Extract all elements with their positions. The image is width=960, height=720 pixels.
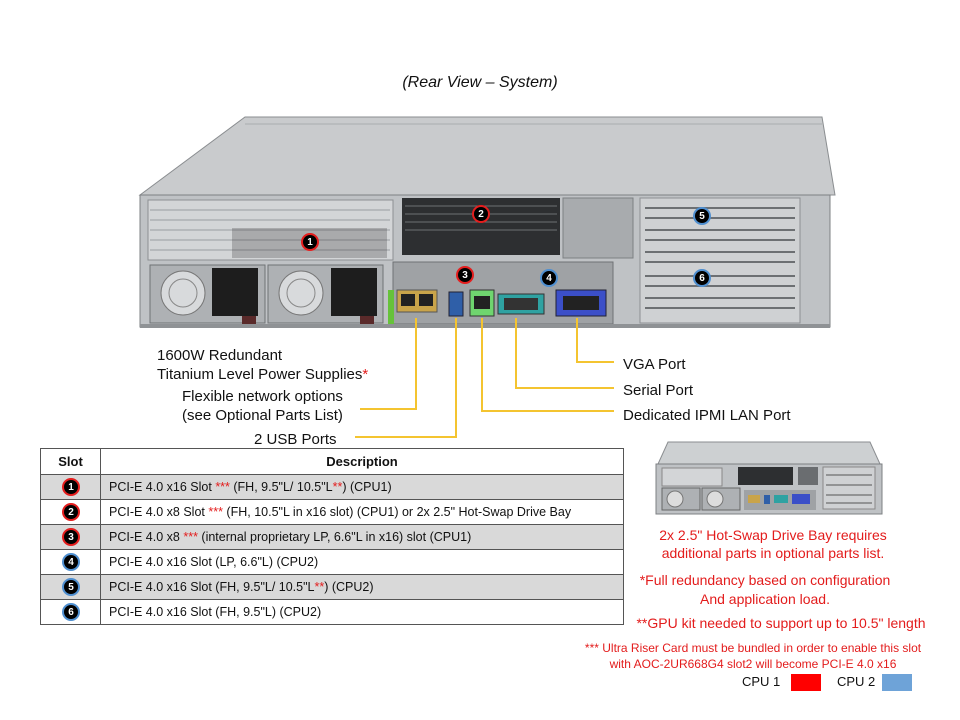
drive-bay-variant-illustration <box>655 441 883 515</box>
table-header-row: Slot Description <box>40 448 624 475</box>
table-row: 2 PCI-E 4.0 x8 Slot *** (FH, 10.5"L in x… <box>40 499 624 525</box>
slot-badge-3-table: 3 <box>62 528 80 546</box>
slot-badge-4-table: 4 <box>62 553 80 571</box>
legend-cpu1-swatch <box>791 674 821 691</box>
table-row: 3 PCI-E 4.0 x8 *** (internal proprietary… <box>40 524 624 550</box>
drive-bay-note: 2x 2.5" Hot-Swap Drive Bay requires addi… <box>628 526 918 562</box>
table-header-slot: Slot <box>40 448 101 475</box>
slot-badge-5: 5 <box>693 207 711 225</box>
table-cell-description: PCI-E 4.0 x16 Slot *** (FH, 9.5"L/ 10.5"… <box>100 474 624 500</box>
slot-badge-1-table: 1 <box>62 478 80 496</box>
drive-bay-note-line1: 2x 2.5" Hot-Swap Drive Bay requires <box>659 527 887 543</box>
table-header-description: Description <box>100 448 624 475</box>
table-cell-description: PCI-E 4.0 x16 Slot (FH, 9.5"L) (CPU2) <box>100 599 624 625</box>
table-cell-description: PCI-E 4.0 x8 Slot *** (FH, 10.5"L in x16… <box>100 499 624 525</box>
table-cell-description: PCI-E 4.0 x16 Slot (FH, 9.5"L/ 10.5"L**)… <box>100 574 624 600</box>
psu-callout: 1600W Redundant Titanium Level Power Sup… <box>157 346 368 384</box>
psu-callout-line2: Titanium Level Power Supplies* <box>157 366 369 383</box>
legend-cpu2-label: CPU 2 <box>837 674 876 689</box>
legend-cpu1-label: CPU 1 <box>742 674 781 689</box>
slot-table: Slot Description 1 PCI-E 4.0 x16 Slot **… <box>40 448 624 625</box>
serial-callout: Serial Port <box>623 382 694 399</box>
vga-callout: VGA Port <box>623 356 686 373</box>
table-row: 1 PCI-E 4.0 x16 Slot *** (FH, 9.5"L/ 10.… <box>40 474 624 500</box>
slot-badge-1: 1 <box>301 233 319 251</box>
psu-callout-line1: 1600W Redundant <box>157 347 283 364</box>
table-cell-description: PCI-E 4.0 x8 *** (internal proprietary L… <box>100 524 624 550</box>
table-row: 5 PCI-E 4.0 x16 Slot (FH, 9.5"L/ 10.5"L*… <box>40 574 624 600</box>
slot-badge-3: 3 <box>456 266 474 284</box>
slot-badge-2: 2 <box>472 205 490 223</box>
slot-badge-4: 4 <box>540 269 558 287</box>
redundancy-note: *Full redundancy based on configuration … <box>618 571 912 609</box>
slot-badge-6: 6 <box>693 269 711 287</box>
table-cell-description: PCI-E 4.0 x16 Slot (LP, 6.6"L) (CPU2) <box>100 549 624 575</box>
redundancy-note-line1: *Full redundancy based on configuration <box>639 572 891 588</box>
network-callout-line1: Flexible network options <box>182 388 343 405</box>
ipmi-callout: Dedicated IPMI LAN Port <box>623 407 791 424</box>
table-row: 4 PCI-E 4.0 x16 Slot (LP, 6.6"L) (CPU2) <box>40 549 624 575</box>
slot-badge-6-table: 6 <box>62 603 80 621</box>
riser-note: *** Ultra Riser Card must be bundled in … <box>552 640 954 672</box>
riser-note-line1: *** Ultra Riser Card must be bundled in … <box>584 641 922 655</box>
redundancy-note-line2: And application load. <box>700 591 830 607</box>
legend-cpu2-swatch <box>882 674 912 691</box>
gpu-kit-note: **GPU kit needed to support up to 10.5" … <box>636 615 926 631</box>
network-callout: Flexible network options (see Optional P… <box>182 387 343 425</box>
network-callout-line2: (see Optional Parts List) <box>182 407 343 424</box>
riser-note-line2: with AOC-2UR668G4 slot2 will become PCI-… <box>609 657 897 671</box>
slot-badge-2-table: 2 <box>62 503 80 521</box>
page-title: (Rear View – System) <box>402 74 558 91</box>
table-row: 6 PCI-E 4.0 x16 Slot (FH, 9.5"L) (CPU2) <box>40 599 624 625</box>
slot-badge-5-table: 5 <box>62 578 80 596</box>
usb-callout: 2 USB Ports <box>254 431 337 448</box>
drive-bay-note-line2: additional parts in optional parts list. <box>661 545 885 561</box>
